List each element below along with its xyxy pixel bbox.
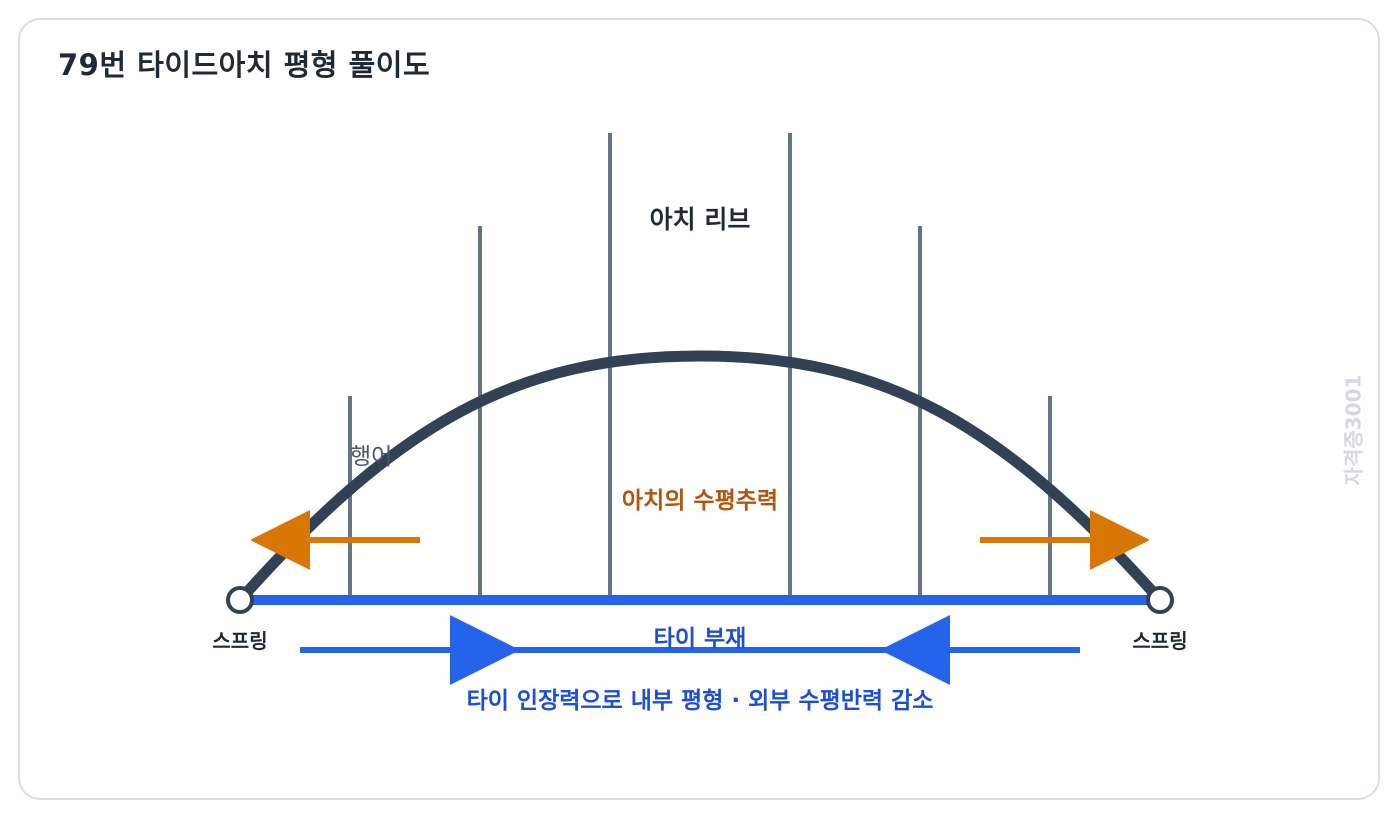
arrow-right-icon	[450, 615, 520, 685]
arch-thrust-arrows	[250, 510, 1150, 570]
arrow-left-icon	[880, 615, 950, 685]
tie-member-label: 타이 부재	[654, 626, 747, 652]
arch-thrust-label: 아치의 수평추력	[622, 488, 778, 514]
spring-right-label: 스프링	[1132, 629, 1187, 653]
spring-support-left	[226, 586, 254, 614]
spring-support-right	[1146, 586, 1174, 614]
arch-rib	[234, 350, 1166, 606]
tie-tension-arrows	[300, 615, 1080, 685]
spring-left-label: 스프링	[212, 629, 267, 653]
hanger-label: 행어	[350, 444, 392, 470]
diagram-card	[18, 18, 1380, 800]
hangers	[348, 133, 1052, 600]
arrow-left-icon	[250, 510, 310, 570]
tie-explanation-label: 타이 인장력으로 내부 평형 · 외부 수평반력 감소	[467, 688, 934, 714]
watermark: 자격증3001	[1341, 374, 1366, 486]
page-title: 79번 타이드아치 평형 풀이도	[58, 48, 431, 82]
arrow-right-icon	[1090, 510, 1150, 570]
arch-rib-label: 아치 리브	[650, 205, 751, 234]
